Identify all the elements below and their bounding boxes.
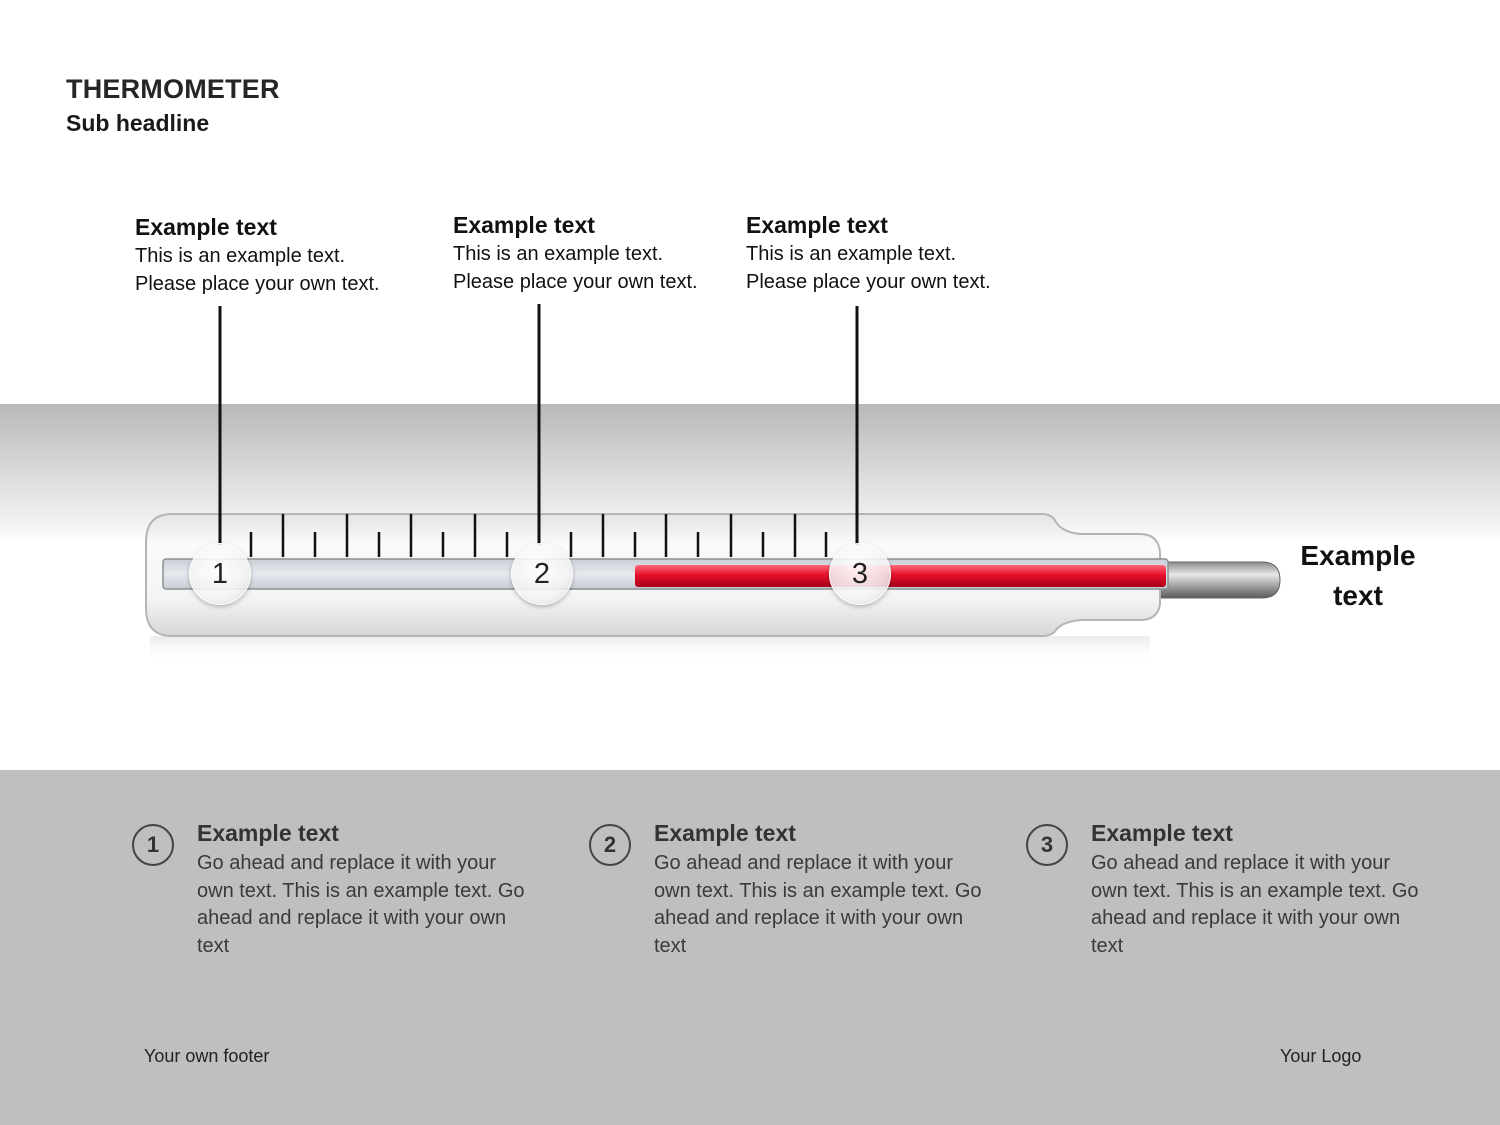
step-body: Go ahead and replace it with your own te… xyxy=(654,852,982,957)
step-body: Go ahead and replace it with your own te… xyxy=(1091,852,1419,957)
callout-heading: Example text xyxy=(453,212,595,238)
step-body: Go ahead and replace it with your own te… xyxy=(197,852,525,957)
step-number-badge: 2 xyxy=(589,824,631,866)
step-heading: Example text xyxy=(1091,820,1233,846)
callout-3: Example text This is an example text. Pl… xyxy=(746,210,991,296)
step-heading: Example text xyxy=(197,820,339,846)
callout-line: Please place your own text. xyxy=(453,271,698,293)
callout-line: Please place your own text. xyxy=(746,271,991,293)
callout-heading: Example text xyxy=(746,212,888,238)
marker-1: 1 xyxy=(189,543,251,605)
thermometer-end-label: Example text xyxy=(1300,540,1416,611)
bottom-panel xyxy=(0,770,1500,1125)
callout-line: Please place your own text. xyxy=(135,273,380,295)
marker-3: 3 xyxy=(829,543,891,605)
callout-line: This is an example text. xyxy=(135,245,346,267)
footer-text: Your own footer xyxy=(144,1046,270,1066)
callout-line: This is an example text. xyxy=(453,243,664,265)
step-number-badge: 3 xyxy=(1026,824,1068,866)
footer-logo: Your Logo xyxy=(1280,1046,1362,1066)
callout-2: Example text This is an example text. Pl… xyxy=(453,210,698,296)
thermometer xyxy=(145,304,1281,662)
callout-1: Example text This is an example text. Pl… xyxy=(135,212,380,298)
step-number-badge: 1 xyxy=(132,824,174,866)
step-heading: Example text xyxy=(654,820,796,846)
callout-heading: Example text xyxy=(135,214,277,240)
marker-2: 2 xyxy=(511,543,573,605)
scale-ticks xyxy=(249,514,828,557)
callout-line: This is an example text. xyxy=(746,243,957,265)
page-subtitle: Sub headline xyxy=(66,110,210,136)
page-title: THERMOMETER xyxy=(66,74,280,104)
